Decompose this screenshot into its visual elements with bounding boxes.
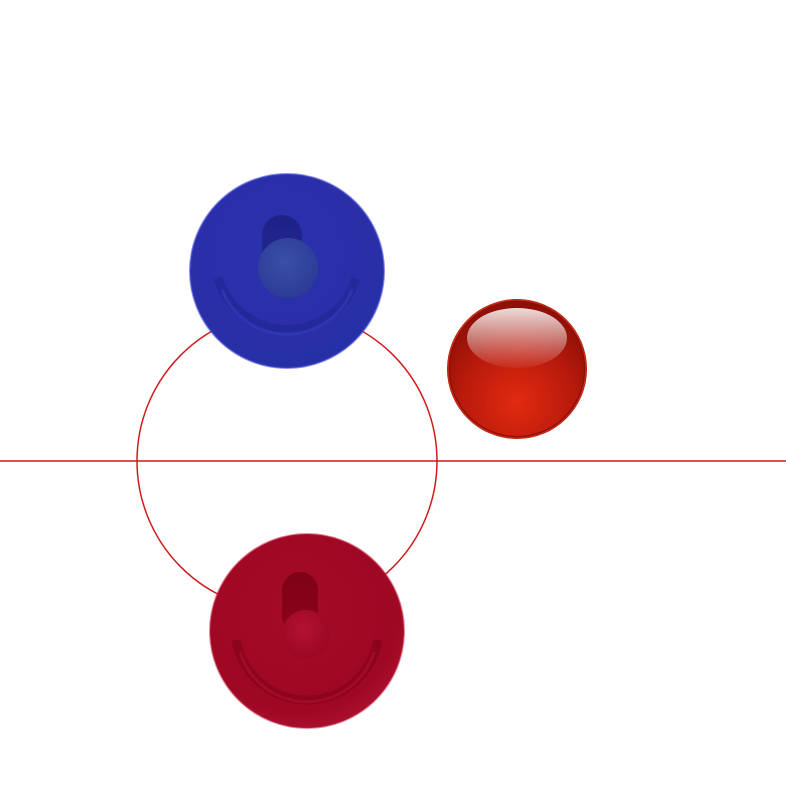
- red-mallet-icon: [209, 533, 405, 729]
- red-puck-icon: [447, 299, 587, 439]
- blue-mallet-icon: [189, 173, 385, 369]
